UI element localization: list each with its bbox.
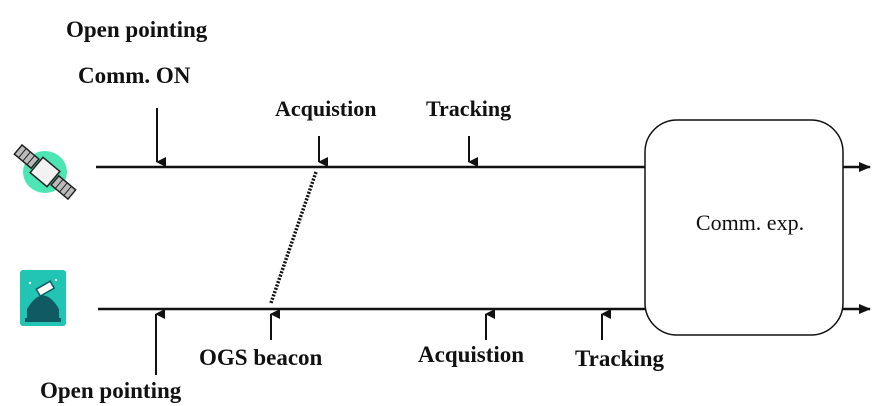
comm-on-label: Comm. ON: [78, 63, 191, 88]
bottom-acquisition-label: Acquistion: [418, 342, 524, 367]
top-tracking-label: Tracking: [426, 96, 511, 121]
top-acquisition-label: Acquistion: [275, 96, 376, 121]
comm-experiment-box: [644, 119, 844, 336]
bottom-tracking-label: Tracking: [575, 346, 665, 371]
ogs-beacon-label: OGS beacon: [199, 345, 323, 370]
ground-station-telescope-icon: [20, 270, 66, 326]
top-open-pointing-label: Open pointing: [66, 17, 208, 42]
satellite-icon: [13, 143, 77, 201]
comm-experiment-label: Comm. exp.: [696, 210, 804, 235]
bottom-open-pointing-label: Open pointing: [40, 378, 182, 403]
beacon-link-line: [269, 171, 318, 304]
